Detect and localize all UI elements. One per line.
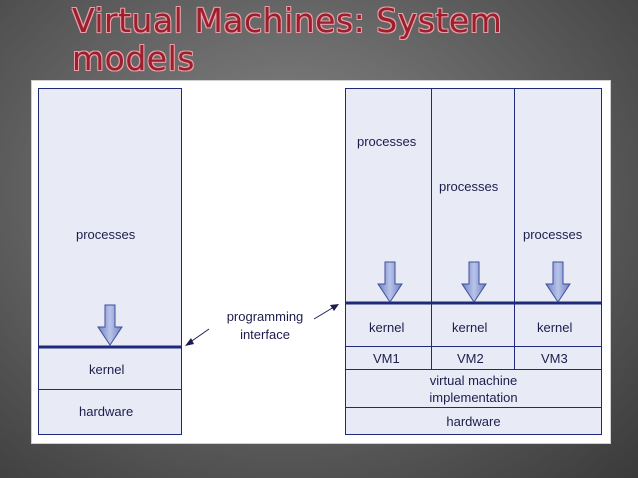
vm-implementation-box [345, 369, 602, 408]
vm-implementation-line1: virtual machine [429, 373, 518, 388]
left-kernel-label: kernel [89, 362, 125, 377]
left-processes-box [38, 88, 182, 347]
right-hardware-label: hardware [446, 414, 501, 429]
diagram-panel: processes kernel hardware processes proc… [31, 80, 611, 444]
pointer-left-arrow-icon [185, 328, 210, 346]
vm1-kernel-label: kernel [369, 320, 405, 335]
vm1-label: VM1 [373, 351, 400, 366]
vm1-down-arrow-icon [377, 261, 403, 303]
vm3-kernel-label: kernel [537, 320, 573, 335]
vm3-label: VM3 [541, 351, 568, 366]
vm2-processes-label: processes [439, 179, 499, 194]
left-processes-label: processes [76, 227, 136, 242]
pointer-right-arrow-icon [313, 304, 339, 320]
vm3-processes-label: processes [523, 227, 583, 242]
vm2-label: VM2 [457, 351, 484, 366]
vm2-kernel-label: kernel [452, 320, 488, 335]
vm3-down-arrow-icon [545, 261, 571, 303]
left-hardware-box [38, 389, 182, 435]
slide-title: Virtual Machines: System models [72, 1, 503, 78]
vm2-down-arrow-icon [461, 261, 487, 303]
left-hardware-label: hardware [79, 404, 134, 419]
programming-interface-line1: programming [226, 309, 304, 324]
vm-implementation-line2: implementation [429, 390, 518, 405]
left-down-arrow-icon [97, 304, 123, 346]
right-hardware-box [345, 407, 602, 435]
programming-interface-line2: interface [240, 327, 290, 342]
vm1-processes-label: processes [357, 134, 417, 149]
left-kernel-box [38, 346, 182, 390]
diagram-arrows [38, 261, 602, 349]
